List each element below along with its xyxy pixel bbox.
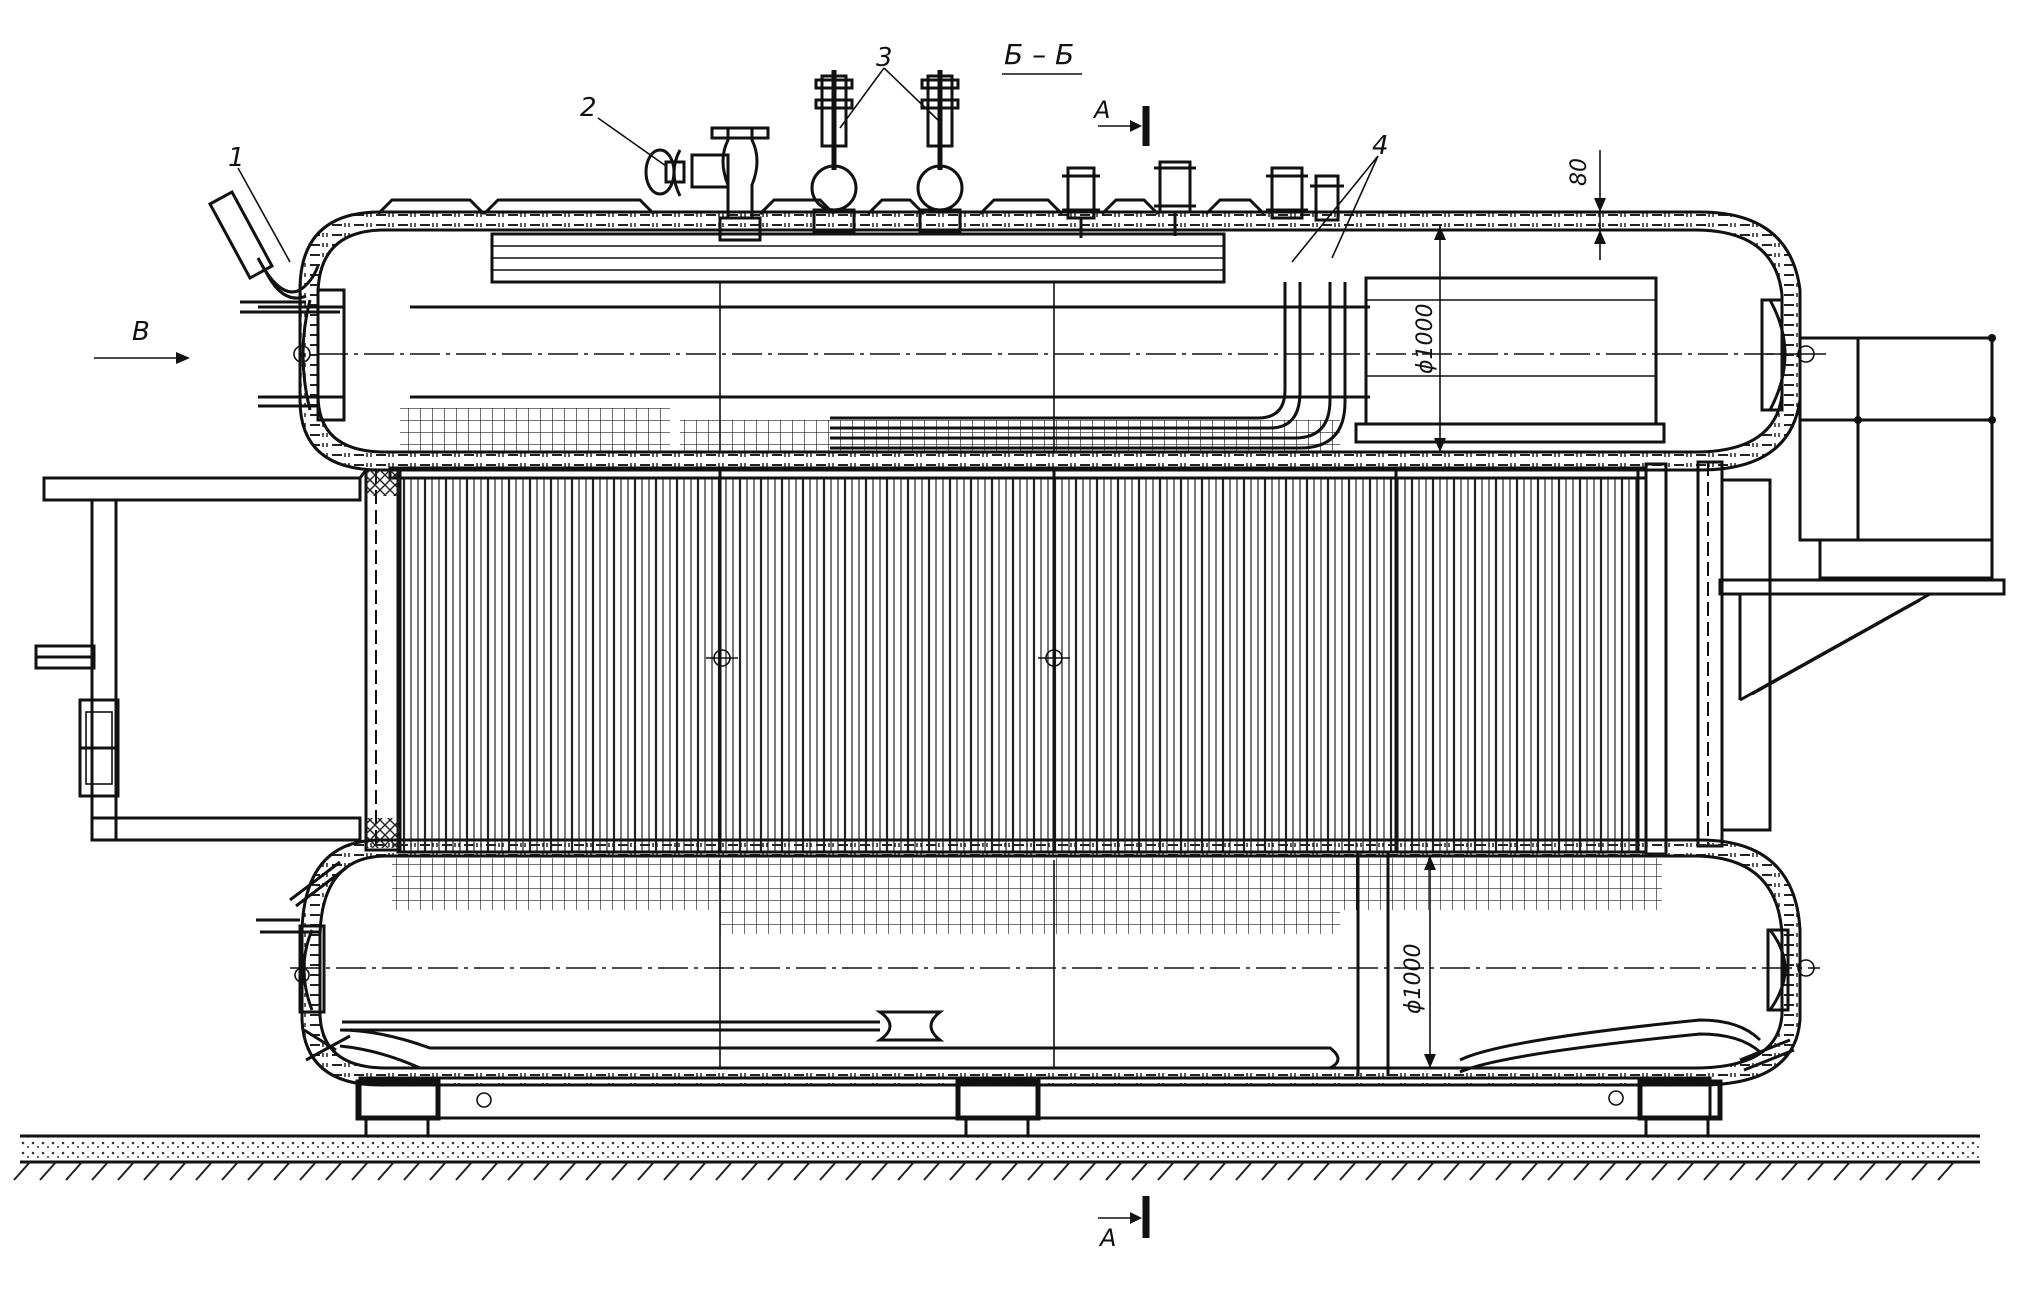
dimension-80: 80 xyxy=(1567,158,1592,186)
section-marker-top-label: А xyxy=(1092,96,1110,124)
callout-3: 3 xyxy=(876,43,893,73)
top-insulation-bumps xyxy=(376,198,1266,216)
leader-lines xyxy=(237,67,1379,263)
right-frame xyxy=(1718,334,2006,702)
inlet-fitting xyxy=(207,189,340,408)
flow-label: В xyxy=(132,317,150,347)
callout-1: 1 xyxy=(228,143,245,173)
dimension-lines xyxy=(1424,150,1606,1068)
section-marker-bottom-label: А xyxy=(1098,1224,1116,1252)
safety-valve-1 xyxy=(810,70,858,234)
main-steam-valve xyxy=(644,126,770,242)
callout-2: 2 xyxy=(580,93,597,123)
tube-bank xyxy=(364,460,1772,856)
foundation-slab xyxy=(355,1076,1723,1138)
small-fittings xyxy=(1062,160,1344,238)
section-markers xyxy=(94,73,1150,1238)
safety-valve-2 xyxy=(916,70,964,234)
section-label: Б – Б xyxy=(1004,38,1074,71)
diameter-upper: ϕ1000 xyxy=(1413,303,1438,374)
labels: Б – Б В А А 1 2 3 4 80 ϕ1000 ϕ1000 xyxy=(132,38,1592,1252)
callout-4: 4 xyxy=(1372,131,1389,161)
upper-drum xyxy=(258,210,1826,472)
left-gas-duct xyxy=(34,469,368,842)
ground xyxy=(13,1134,1980,1181)
diameter-lower: ϕ1000 xyxy=(1401,943,1426,1014)
lower-drum xyxy=(256,838,1820,1087)
